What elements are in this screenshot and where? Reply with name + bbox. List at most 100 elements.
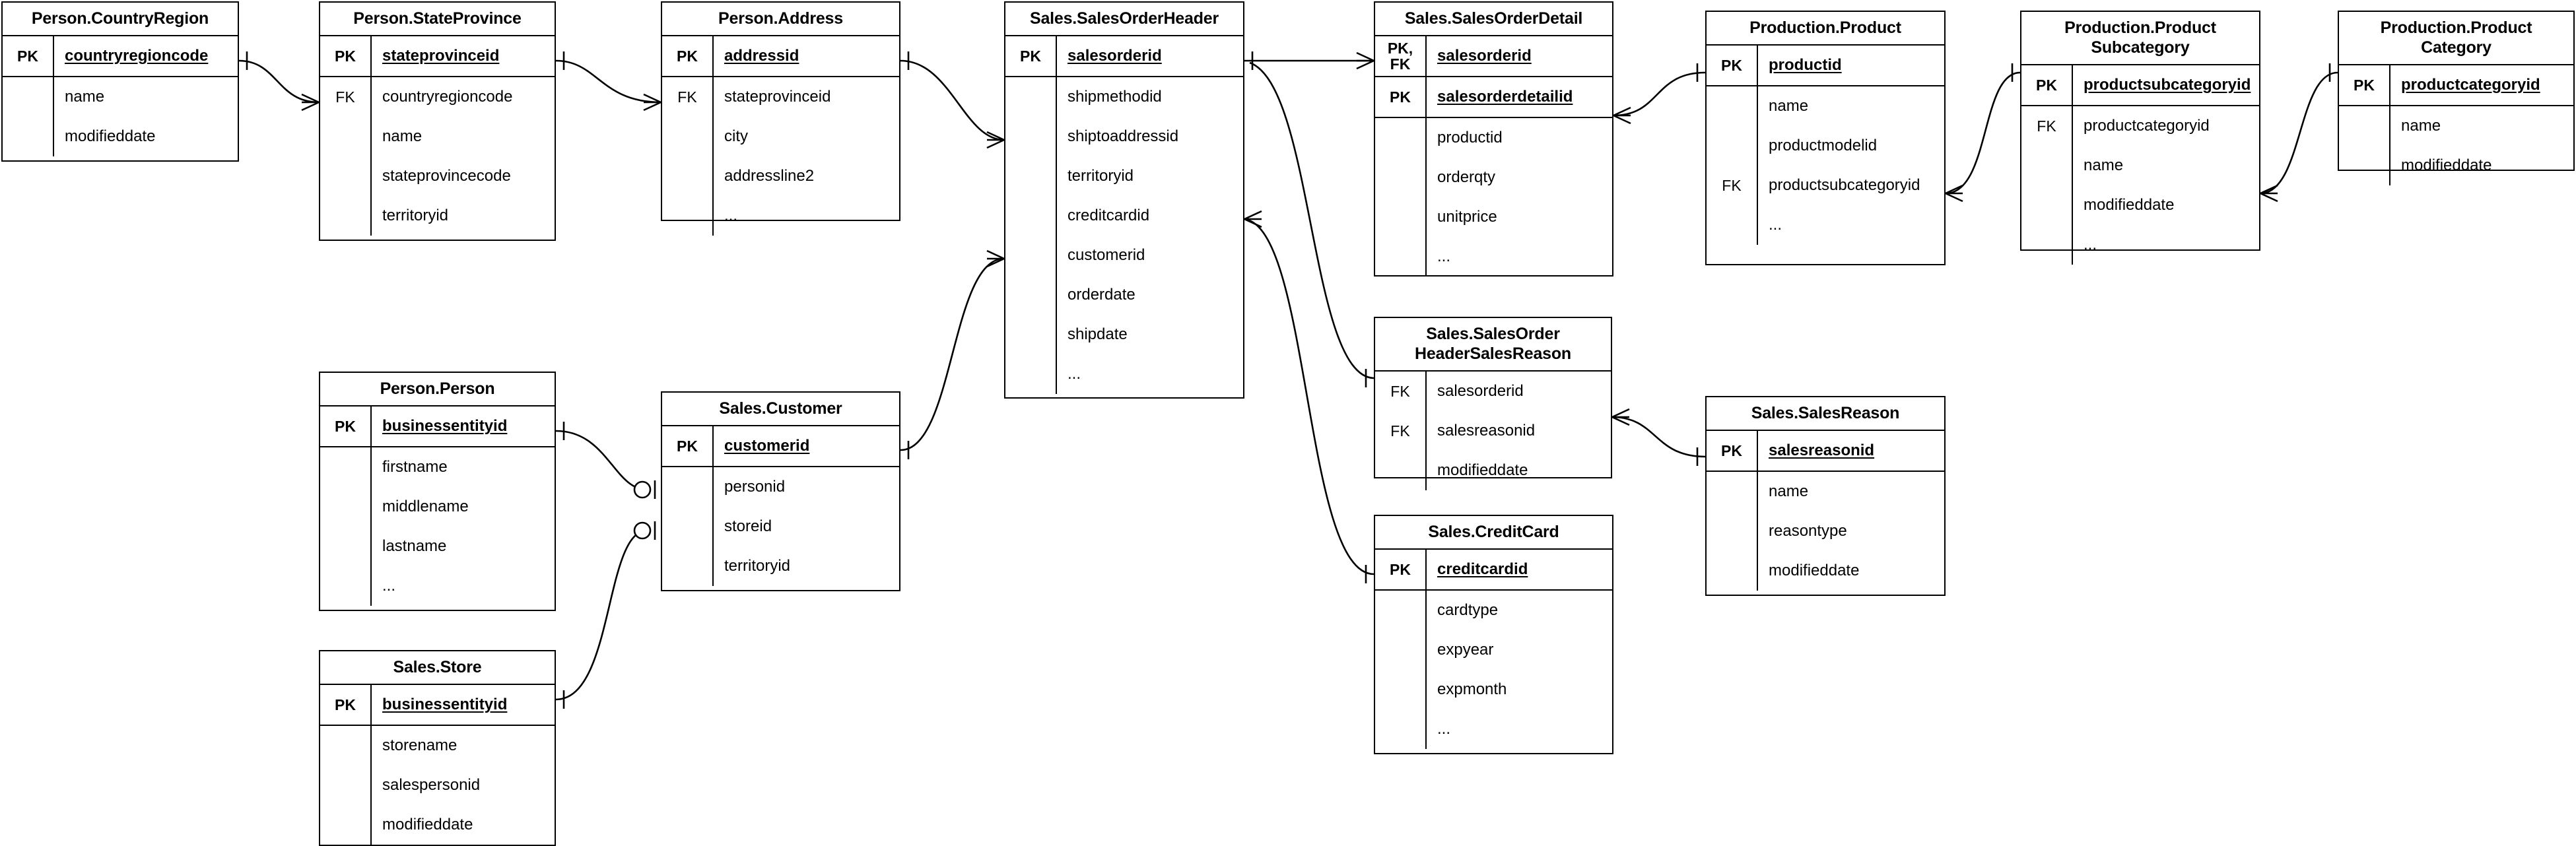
attribute-row[interactable]: shipmethodid	[1005, 77, 1243, 117]
attribute-row[interactable]: ...	[1375, 709, 1612, 749]
attribute-row[interactable]: unitprice	[1375, 197, 1612, 237]
attribute-row[interactable]: shiptoaddressid	[1005, 117, 1243, 156]
attribute-row[interactable]: modifieddate	[2339, 146, 2573, 185]
attribute-row[interactable]: modifieddate	[2021, 185, 2259, 225]
attribute-row[interactable]: territoryid	[662, 546, 899, 586]
attribute-row[interactable]: name	[1707, 472, 1944, 511]
attribute-row[interactable]: name	[1707, 86, 1944, 126]
attribute-row[interactable]: modifieddate	[3, 117, 238, 156]
attribute-row[interactable]: name	[2339, 106, 2573, 146]
attribute-row[interactable]: territoryid	[1005, 156, 1243, 196]
attribute-row[interactable]: shipdate	[1005, 315, 1243, 354]
attribute-row[interactable]: orderdate	[1005, 275, 1243, 315]
attribute-row[interactable]: ...	[1707, 205, 1944, 245]
attribute-row[interactable]: cardtype	[1375, 591, 1612, 630]
attribute-name: stateprovinceid	[724, 88, 831, 106]
attribute-row[interactable]: city	[662, 117, 899, 156]
key-badge: PK	[320, 407, 372, 446]
key-badge	[1375, 670, 1427, 709]
attribute-row[interactable]: expyear	[1375, 630, 1612, 670]
attribute-name: addressline2	[724, 167, 815, 185]
attribute-row[interactable]: productmodelid	[1707, 126, 1944, 166]
attribute-row[interactable]: salespersonid	[320, 765, 555, 805]
attribute-row[interactable]: ...	[1375, 237, 1612, 277]
edge-salesorderheader-creditcard	[1244, 210, 1374, 583]
key-badge	[1005, 156, 1057, 196]
attribute-row[interactable]: storeid	[662, 507, 899, 546]
key-badge	[1707, 86, 1758, 126]
attribute-row[interactable]: modifieddate	[1707, 551, 1944, 591]
attribute-row[interactable]: reasontype	[1707, 511, 1944, 551]
attribute-row[interactable]: ...	[320, 566, 555, 606]
attribute-row[interactable]: stateprovincecode	[320, 156, 555, 196]
key-badge: FK	[1707, 166, 1758, 205]
attribute-row[interactable]: personid	[662, 467, 899, 507]
attribute-row[interactable]: ...	[1005, 354, 1243, 394]
key-badge	[1375, 709, 1427, 749]
key-badge	[320, 726, 372, 765]
key-badge: PK	[1707, 46, 1758, 85]
attribute-row[interactable]: lastname	[320, 527, 555, 566]
key-badge	[662, 117, 714, 156]
attribute-row[interactable]: creditcardid	[1005, 196, 1243, 236]
attribute-name: addressid	[724, 47, 799, 65]
key-badge: PK	[1707, 431, 1758, 471]
attribute-row[interactable]: name	[3, 77, 238, 117]
attribute-row[interactable]: modifieddate	[1375, 451, 1611, 490]
attribute-row[interactable]: name	[320, 117, 555, 156]
attribute-row[interactable]: middlename	[320, 487, 555, 527]
attribute-name: modifieddate	[65, 127, 156, 145]
attribute-row[interactable]: storename	[320, 726, 555, 765]
key-badge: PK	[1375, 77, 1427, 117]
attribute-row[interactable]: firstname	[320, 447, 555, 487]
attribute-row[interactable]: orderqty	[1375, 158, 1612, 197]
attribute-name: territoryid	[724, 557, 791, 575]
attribute-row[interactable]: customerid	[1005, 236, 1243, 275]
key-badge	[320, 156, 372, 196]
attribute-name: firstname	[382, 458, 448, 476]
attribute-row[interactable]: addressline2	[662, 156, 899, 196]
attribute-row[interactable]: name	[2021, 146, 2259, 185]
attribute-row[interactable]: expmonth	[1375, 670, 1612, 709]
attribute-row[interactable]: productid	[1375, 118, 1612, 158]
attribute-row[interactable]: ...	[2021, 225, 2259, 265]
attribute-row[interactable]: modifieddate	[320, 805, 555, 845]
attribute-row[interactable]: ...	[662, 196, 899, 236]
attribute-row[interactable]: territoryid	[320, 196, 555, 236]
edge-stateprovince-address	[555, 51, 661, 112]
